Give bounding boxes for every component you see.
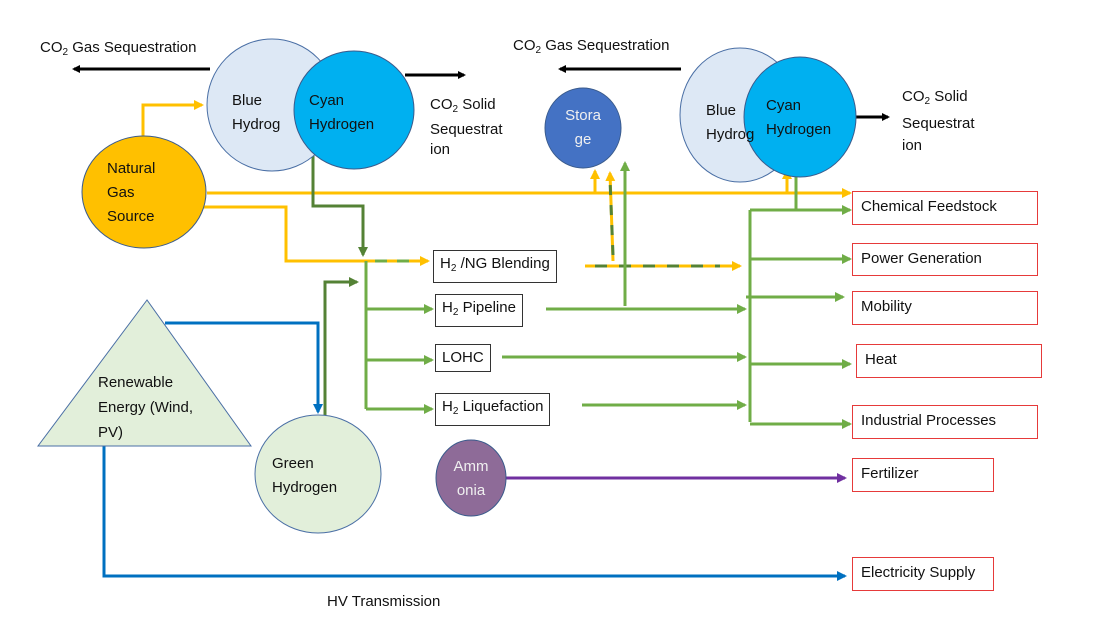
co2-suffix: Gas Sequestration	[541, 37, 670, 54]
ng-to-blue-left-flow	[141, 100, 204, 140]
green-hydrogen-node[interactable]	[254, 414, 382, 534]
h2-liquefaction-box[interactable]: H2 Liquefaction	[435, 393, 551, 426]
renewable-to-electricity	[102, 445, 847, 581]
co2-subscript: 2	[62, 47, 69, 58]
label-line: Blue	[706, 102, 737, 119]
box-prefix: H	[442, 299, 453, 316]
co2-suffix: Solid	[930, 88, 968, 105]
box-suffix: Liquefaction	[458, 398, 544, 415]
label-line: Renewable	[98, 374, 174, 391]
co2-subscript: 2	[452, 104, 459, 115]
box-subscript: 2	[452, 307, 459, 318]
storage-node[interactable]	[544, 87, 622, 169]
co2-prefix: CO	[430, 96, 453, 113]
renewable-energy-node[interactable]	[37, 299, 252, 447]
label-line: Hydrogen	[309, 116, 375, 133]
end-use-industrial-processes[interactable]: Industrial Processes	[852, 405, 1038, 439]
label-line: Cyan	[766, 97, 802, 114]
cyan-hydrogen-left-node[interactable]	[293, 50, 415, 170]
co2-gas-sequestration-right-label: CO2 Gas Sequestration	[513, 36, 669, 60]
label-line: Gas	[107, 184, 135, 201]
label-line: onia	[456, 482, 486, 499]
label-line: Hydrog	[706, 126, 755, 143]
box-subscript: 2	[450, 263, 457, 274]
green-h2-to-trunk-flow	[323, 277, 359, 415]
co2-subscript: 2	[924, 96, 931, 107]
co2-suffix: Gas Sequestration	[68, 39, 197, 56]
label-line: Hydrogen	[272, 479, 338, 496]
box-prefix: H	[442, 398, 453, 415]
natural-gas-source-node[interactable]	[81, 135, 207, 249]
co2-gas-sequestration-left-label: CO2 Gas Sequestration	[40, 38, 196, 62]
label-line: ion	[430, 141, 451, 158]
co2-prefix: CO	[513, 37, 536, 54]
label-line: Sequestrat	[430, 121, 503, 138]
box-label: LOHC	[442, 349, 484, 366]
label-line: Source	[107, 208, 155, 225]
end-use-mobility[interactable]: Mobility	[852, 291, 1038, 325]
co2-prefix: CO	[40, 39, 63, 56]
box-prefix: H	[440, 255, 451, 272]
label-line: Natural	[107, 160, 156, 177]
label-line: Hydrog	[232, 116, 281, 133]
end-use-chemical-feedstock[interactable]: Chemical Feedstock	[852, 191, 1038, 225]
label-line: Energy (Wind,	[98, 399, 194, 416]
h2-ng-blending-box[interactable]: H2 /NG Blending	[433, 250, 557, 283]
label-line: Green	[272, 455, 314, 472]
box-subscript: 2	[452, 406, 459, 417]
storage-label: Stora ge	[556, 104, 610, 152]
lohc-box[interactable]: LOHC	[435, 344, 491, 372]
h2-pipeline-box[interactable]: H2 Pipeline	[435, 294, 523, 327]
co2-prefix: CO	[902, 88, 925, 105]
box-suffix: /NG Blending	[456, 255, 550, 272]
label-line: ge	[574, 131, 592, 148]
end-use-fertilizer[interactable]: Fertilizer	[852, 458, 994, 492]
label-line: PV)	[98, 424, 124, 441]
renewable-to-green-h2	[165, 321, 323, 414]
co2-subscript: 2	[535, 45, 542, 56]
end-use-electricity-supply[interactable]: Electricity Supply	[852, 557, 994, 591]
ng-to-blending-flow	[202, 205, 365, 263]
label-line: Cyan	[309, 92, 345, 109]
label-line: Stora	[565, 107, 601, 124]
hv-transmission-label: HV Transmission	[327, 593, 441, 610]
label-line: ion	[902, 137, 923, 154]
label-line: Blue	[232, 92, 263, 109]
label-line: Hydrogen	[766, 121, 832, 138]
ammonia-label: Amm onia	[446, 455, 496, 503]
end-use-power-generation[interactable]: Power Generation	[852, 243, 1038, 276]
blending-to-storage-green-dash	[608, 179, 615, 256]
label-line: Amm	[453, 458, 489, 475]
end-use-heat[interactable]: Heat	[856, 344, 1042, 378]
ammonia-node[interactable]	[435, 439, 507, 517]
label-line: Sequestrat	[902, 115, 975, 132]
box-suffix: Pipeline	[458, 299, 516, 316]
cyan-hydrogen-right-node[interactable]	[743, 56, 857, 178]
co2-suffix: Solid	[458, 96, 496, 113]
cyan-left-to-trunk-flow	[311, 155, 368, 257]
